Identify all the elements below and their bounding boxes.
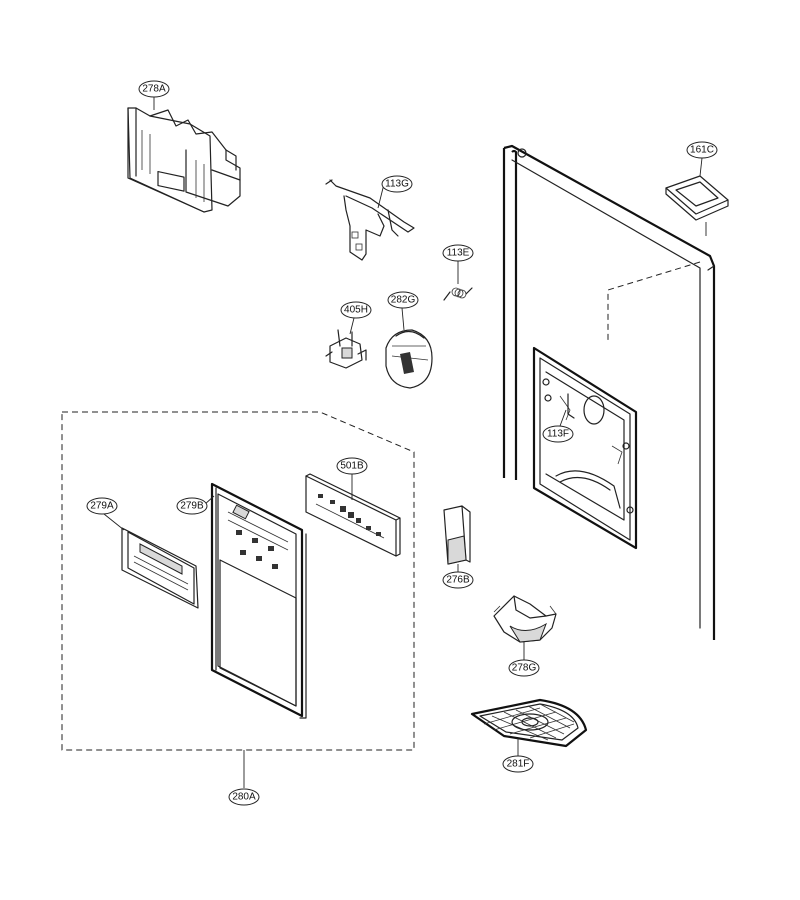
part-405H-switch [325,317,367,369]
part-161C-frame [665,157,729,236]
callout-279B: 279B [176,497,208,515]
callout-label-278G: 278G [512,663,537,674]
callout-501B: 501B [336,457,368,475]
callout-label-279B: 279B [180,501,204,512]
callout-280A: 280A [228,788,260,806]
callout-279A: 279A [86,497,118,515]
part-279B-front-frame [193,482,307,719]
callout-label-278A: 278A [142,84,166,95]
callout-278A: 278A [138,80,170,110]
assembly-280A-boundary [61,411,415,788]
callout-label-282G: 282G [391,295,416,306]
callout-label-501B: 501B [340,461,364,472]
part-dispenser-recess [532,346,638,550]
callout-label-113G: 113G [385,179,409,190]
callout-label-279A: 279A [90,501,114,512]
callout-281F: 281F [502,755,534,773]
callout-113F: 113F [542,409,574,443]
part-282G-cover [385,307,433,389]
part-279A-display-label [103,513,199,609]
part-113E-spring [443,260,473,301]
callout-label-113E: 113E [447,248,470,259]
callout-278G: 278G [508,659,540,677]
part-door-panel [502,144,716,640]
callout-label-280A: 280A [232,792,256,803]
callout-113E: 113E [442,244,474,262]
callout-113G: 113G [377,175,413,209]
callout-label-113F: 113F [547,429,569,440]
part-501B-pcb [305,473,401,557]
callout-276B: 276B [442,571,474,589]
callout-label-276B: 276B [446,575,470,586]
callout-405H: 405H [340,301,372,319]
part-278G-chute [493,595,557,660]
part-281F-grille [470,698,588,756]
part-278A-housing [127,107,241,213]
callout-label-405H: 405H [344,305,368,316]
callout-161C: 161C [686,141,718,159]
callout-282G: 282G [387,291,419,309]
part-276B-pad [443,505,471,572]
part-113G-lever [325,179,415,261]
callout-label-161C: 161C [690,145,714,156]
callout-label-281F: 281F [507,759,530,770]
